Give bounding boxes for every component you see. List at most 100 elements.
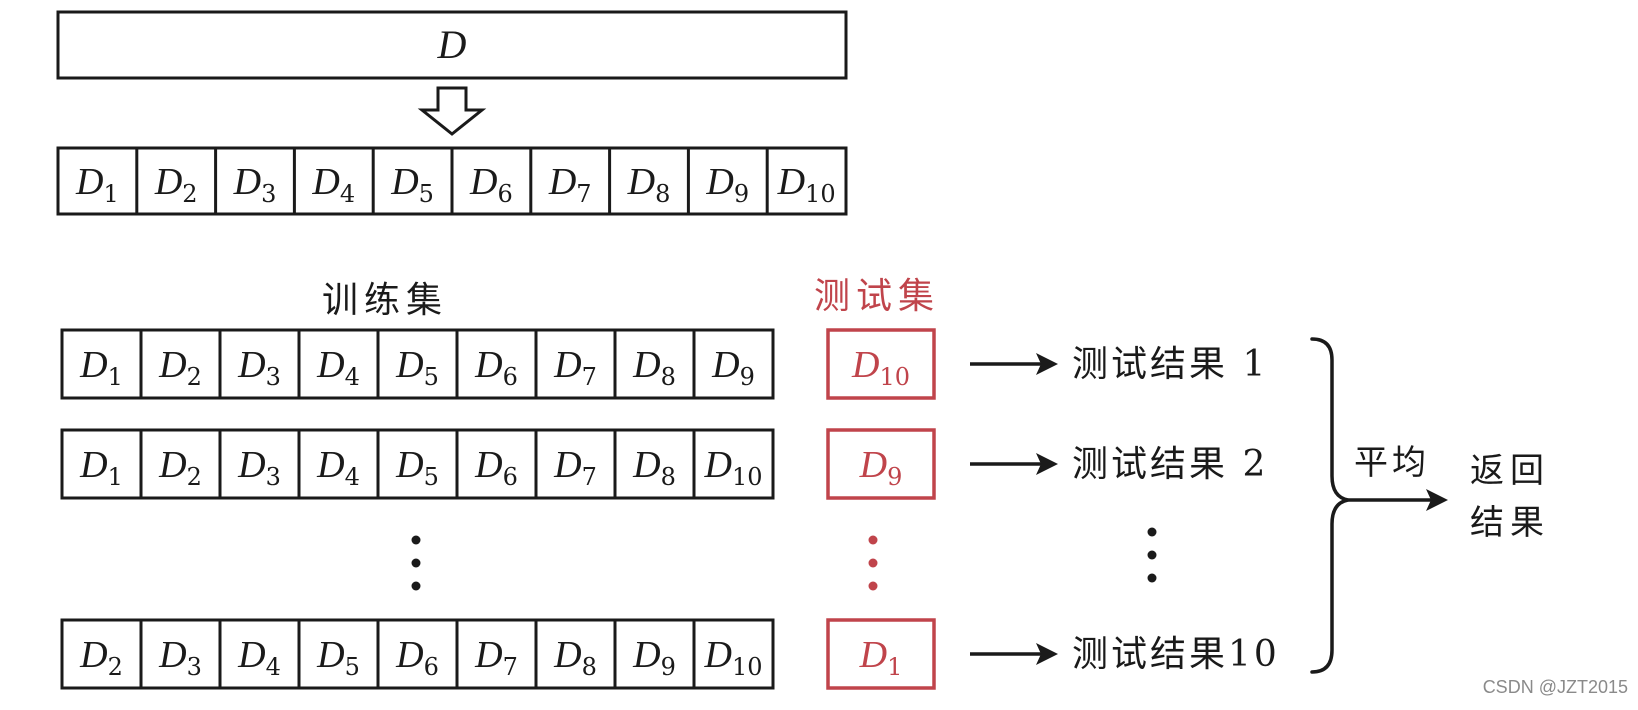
variable-d: D — [79, 634, 107, 676]
fold-index: 5 — [424, 463, 439, 491]
fold-index: 6 — [503, 463, 518, 491]
fold-index: 4 — [345, 463, 360, 491]
subset-cell: D1 — [75, 161, 119, 208]
subset-cell: D7 — [474, 634, 518, 681]
train-ellipsis — [411, 535, 421, 591]
average-label: 平均 — [1354, 443, 1430, 483]
train-cells-frame — [60, 428, 775, 500]
subset-cell: D1 — [79, 444, 123, 491]
test-box — [826, 328, 936, 400]
test-subset: D9 — [859, 444, 903, 491]
variable-d: D — [859, 634, 887, 676]
subset-cell: D3 — [237, 444, 281, 491]
subset-cell: D7 — [548, 161, 592, 208]
test-box — [826, 618, 936, 690]
subset-cell: D3 — [237, 344, 281, 391]
variable-d: D — [158, 444, 186, 486]
average-arrow-icon — [1348, 489, 1448, 511]
test-set-title: 测试集 — [814, 276, 940, 317]
train-set-title: 训练集 — [322, 280, 448, 321]
watermark: CSDN @JZT2015 — [1482, 677, 1628, 697]
variable-d: D — [632, 344, 660, 386]
fold-index: 3 — [187, 653, 202, 681]
subset-cell: D4 — [237, 634, 281, 681]
subset-cell: D2 — [158, 444, 202, 491]
subset-cell: D9 — [711, 344, 755, 391]
variable-d: D — [390, 161, 418, 203]
subset-cell: D4 — [316, 344, 360, 391]
test-subset: D10 — [851, 344, 910, 391]
variable-d: D — [553, 634, 581, 676]
variable-d: D — [158, 634, 186, 676]
variable-d: D — [316, 634, 344, 676]
result-arrow-icon — [970, 643, 1058, 665]
subset-cell: D6 — [469, 161, 513, 208]
variable-d: D — [469, 161, 497, 203]
subset-cell: D2 — [154, 161, 198, 208]
variable-d: D — [237, 634, 265, 676]
variable-d: D — [711, 344, 739, 386]
fold-index: 5 — [419, 180, 434, 208]
variable-d: D — [154, 161, 182, 203]
subset-cell: D10 — [704, 444, 763, 491]
fold-index: 9 — [740, 363, 755, 391]
split-arrow-icon — [417, 86, 487, 136]
subset-cell: D8 — [632, 444, 676, 491]
fold-index: 5 — [424, 363, 439, 391]
variable-d: D — [627, 161, 655, 203]
fold-index: 6 — [497, 180, 512, 208]
subset-cell: D8 — [627, 161, 671, 208]
subset-cell: D10 — [777, 161, 836, 208]
variable-d: D — [474, 634, 502, 676]
variable-d: D — [859, 444, 887, 486]
fold-index: 9 — [887, 463, 902, 491]
subset-cell: D9 — [632, 634, 676, 681]
variable-d: D — [233, 161, 261, 203]
fold-index: 2 — [187, 363, 202, 391]
fold-index: 10 — [732, 463, 763, 491]
test-result-label: 测试结果10 — [1072, 634, 1280, 675]
test-box — [826, 428, 936, 500]
fold-index: 10 — [732, 653, 763, 681]
variable-d: D — [237, 444, 265, 486]
variable-d: D — [158, 344, 186, 386]
variable-d: D — [705, 161, 733, 203]
fold-index: 2 — [182, 180, 197, 208]
fold-index: 10 — [879, 363, 910, 391]
variable-d: D — [632, 444, 660, 486]
fold-index: 8 — [582, 653, 597, 681]
variable-d: D — [395, 444, 423, 486]
variable-d: D — [311, 161, 339, 203]
test-subset: D1 — [859, 634, 903, 681]
fold-index: 1 — [103, 180, 118, 208]
subset-cell: D3 — [233, 161, 277, 208]
fold-index: 9 — [661, 653, 676, 681]
return-label-line1: 返回 — [1470, 451, 1550, 491]
variable-d: D — [553, 444, 581, 486]
fold-index: 2 — [187, 463, 202, 491]
fold-index: 8 — [661, 463, 676, 491]
variable-d: D — [548, 161, 576, 203]
subset-cell: D4 — [316, 444, 360, 491]
train-cells-frame — [60, 328, 775, 400]
variable-d: D — [79, 444, 107, 486]
test-ellipsis — [868, 535, 878, 591]
variable-d: D — [237, 344, 265, 386]
subset-cell: D7 — [553, 344, 597, 391]
return-label-line2: 结果 — [1470, 503, 1550, 543]
fold-index: 7 — [582, 363, 597, 391]
fold-index: 10 — [805, 180, 836, 208]
fold-index: 9 — [734, 180, 749, 208]
full-dataset-label: D — [437, 22, 467, 67]
subset-cell: D3 — [158, 634, 202, 681]
variable-d: D — [777, 161, 805, 203]
variable-d: D — [395, 634, 423, 676]
train-cells-frame — [60, 618, 775, 690]
subset-cell: D5 — [395, 344, 439, 391]
fold-index: 4 — [266, 653, 281, 681]
subset-cell: D4 — [311, 161, 355, 208]
